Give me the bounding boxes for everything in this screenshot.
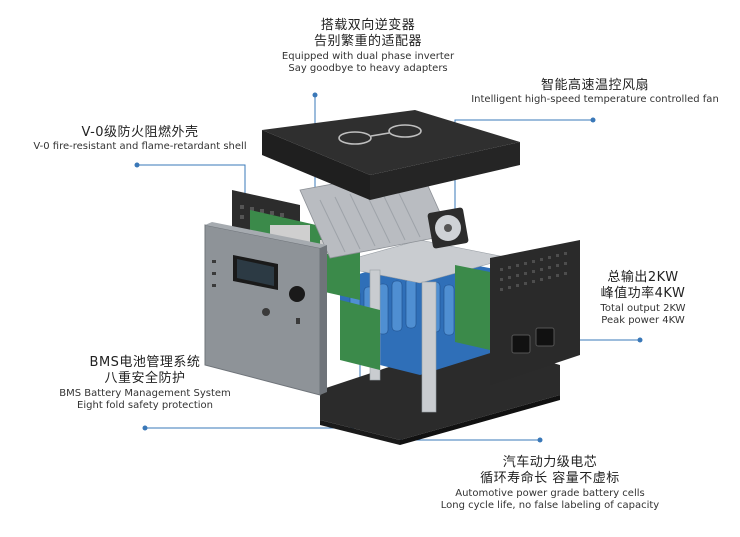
inverter-en-line1: Equipped with dual phase inverter	[281, 50, 455, 62]
power-button-icon	[289, 286, 305, 302]
bms-zh-line2: 八重安全防护	[104, 371, 186, 387]
right-grille-panel	[490, 240, 580, 385]
leader-dot-fan	[590, 117, 596, 123]
ac-socket-icon	[511, 327, 555, 354]
bms-en-line2: Eight fold safety protection	[77, 400, 213, 411]
lcd-display-icon	[233, 255, 278, 290]
cooling-fan	[427, 207, 469, 249]
wireless-charging-pad-icon	[338, 124, 422, 145]
bms-zh-line1: BMS电池管理系统	[89, 355, 201, 370]
leader-dot-cells	[537, 437, 543, 443]
callout-fan: 智能高速温控风扇 Intelligent high-speed temperat…	[460, 78, 730, 107]
front-panel	[204, 222, 327, 396]
inverter-en-line2: Say goodbye to heavy adapters	[288, 63, 448, 74]
leader-dot-output	[637, 337, 643, 343]
callout-cells: 汽车动力级电芯 循环寿命长 容量不虚标 Automotive power gra…	[410, 455, 690, 513]
cells-en-line2: Long cycle life, no false labeling of ca…	[440, 500, 660, 511]
leader-shell	[137, 164, 246, 215]
fan-zh-line1: 智能高速温控风扇	[540, 78, 649, 93]
callout-output: 总输出2KW 峰值功率4KW Total output 2KW Peak pow…	[588, 270, 698, 328]
bms-en-line1: BMS Battery Management System	[59, 387, 231, 399]
output-en-line2: Peak power 4KW	[601, 315, 685, 326]
output-zh-line2: 峰值功率4KW	[600, 286, 686, 302]
leader-dot-bms	[142, 425, 148, 431]
top-lid	[262, 110, 520, 200]
output-zh-line1: 总输出2KW	[607, 270, 679, 285]
inverter-zh-line1: 搭载双向逆变器	[320, 18, 416, 33]
shell-zh-line1: V-0级防火阻燃外壳	[81, 125, 199, 140]
callout-bms: BMS电池管理系统 八重安全防护 BMS Battery Management …	[40, 355, 250, 413]
leader-dot-shell	[134, 162, 140, 168]
shell-en-line1: V-0 fire-resistant and flame-retardant s…	[33, 141, 247, 153]
inverter-zh-line2: 告别繁重的适配器	[313, 34, 422, 50]
cells-zh-line2: 循环寿命长 容量不虚标	[480, 471, 620, 487]
callout-shell: V-0级防火阻燃外壳 V-0 fire-resistant and flame-…	[20, 125, 260, 154]
fan-en-line1: Intelligent high-speed temperature contr…	[471, 94, 719, 106]
cells-en-line1: Automotive power grade battery cells	[455, 487, 645, 499]
leader-dot-inverter	[312, 92, 318, 98]
cells-zh-line1: 汽车动力级电芯	[502, 455, 598, 470]
callout-inverter: 搭载双向逆变器 告别繁重的适配器 Equipped with dual phas…	[248, 18, 488, 76]
output-en-line1: Total output 2KW	[600, 302, 686, 314]
leader-fan	[454, 119, 593, 215]
